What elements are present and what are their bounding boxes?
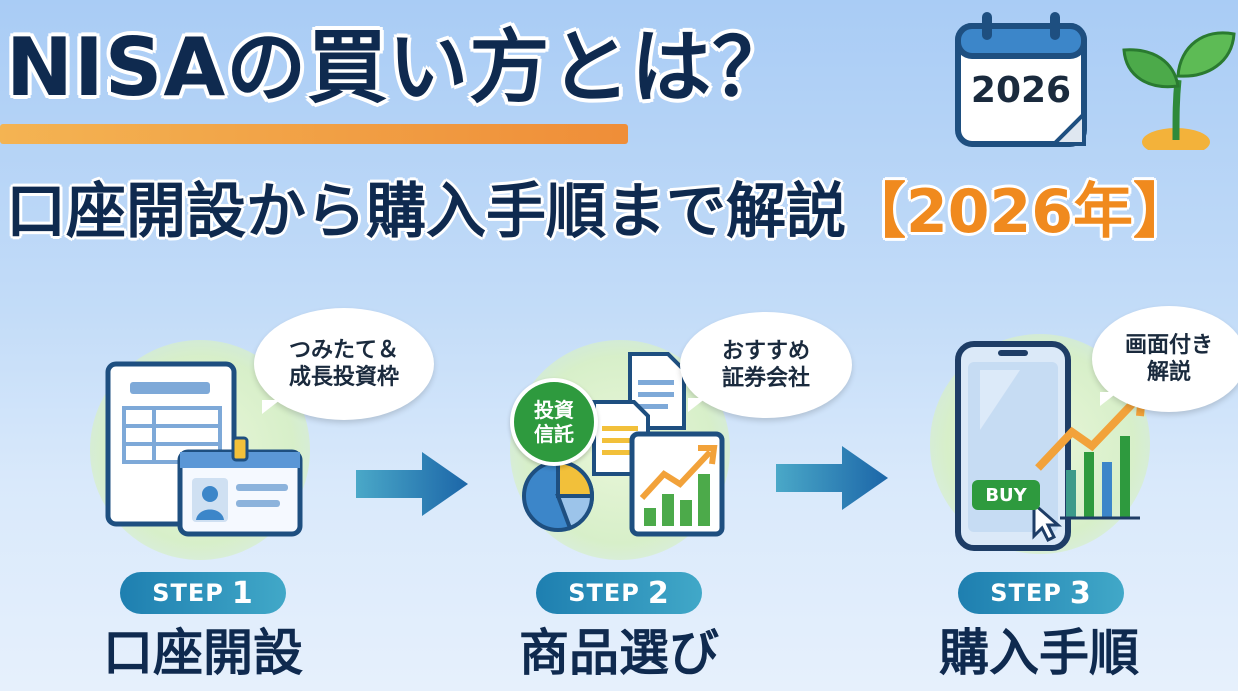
step1-pill-text: STEP <box>152 579 224 607</box>
investment-trust-badge: 投資 信託 <box>510 378 598 466</box>
step2-pill-num: 2 <box>647 575 670 611</box>
sprout-icon <box>1118 20 1236 156</box>
step1-illustration <box>100 360 320 540</box>
buy-button: BUY <box>972 480 1040 510</box>
badge-line2: 信託 <box>534 422 574 446</box>
step1-bubble: つみたて＆ 成長投資枠 <box>254 308 434 420</box>
step3-bubble-line1: 画面付き <box>1124 332 1213 358</box>
badge-line1: 投資 <box>534 398 574 422</box>
page-subtitle: 口座開設から購入手順まで解説【2026年】 <box>6 182 1193 242</box>
smartphone-buy-icon: BUY <box>950 340 1150 554</box>
step2-bubble-line1: おすすめ <box>721 338 810 364</box>
bar-chart-icon <box>629 431 725 537</box>
arrow-right-icon <box>356 452 468 516</box>
subtitle-year: 【2026年】 <box>846 177 1193 247</box>
step1-bubble-line1: つみたて＆ <box>288 337 399 363</box>
step2-bubble: おすすめ 証券会社 <box>680 312 852 418</box>
title-underline <box>0 124 628 144</box>
calendar-year: 2026 <box>970 70 1072 111</box>
step3-pill-num: 3 <box>1069 575 1092 611</box>
step3-label: 購入手順 <box>939 624 1139 682</box>
step1-bubble-tail <box>262 400 280 414</box>
step2-label: 商品選び <box>519 624 719 682</box>
pie-chart-icon <box>522 459 595 532</box>
id-card-icon <box>177 436 303 537</box>
step2-bubble-tail <box>688 398 706 412</box>
step1-pill-num: 1 <box>231 575 254 611</box>
step1-bubble-line2: 成長投資枠 <box>288 365 399 390</box>
arrow-right-icon <box>776 446 888 510</box>
page-title: NISAの買い方とは？ <box>6 21 794 114</box>
step2-pill-text: STEP <box>568 579 640 607</box>
step3-bubble-tail <box>1100 392 1118 406</box>
step2-illustration <box>508 348 728 538</box>
step2-bubble-line2: 証券会社 <box>721 366 810 391</box>
step1-label: 口座開設 <box>103 624 303 682</box>
step3-bubble-line2: 解説 <box>1146 360 1191 385</box>
step3-pill-text: STEP <box>990 579 1062 607</box>
calendar-icon: 2026 <box>952 8 1090 148</box>
subtitle-main: 口座開設から購入手順まで解説 <box>6 177 846 247</box>
